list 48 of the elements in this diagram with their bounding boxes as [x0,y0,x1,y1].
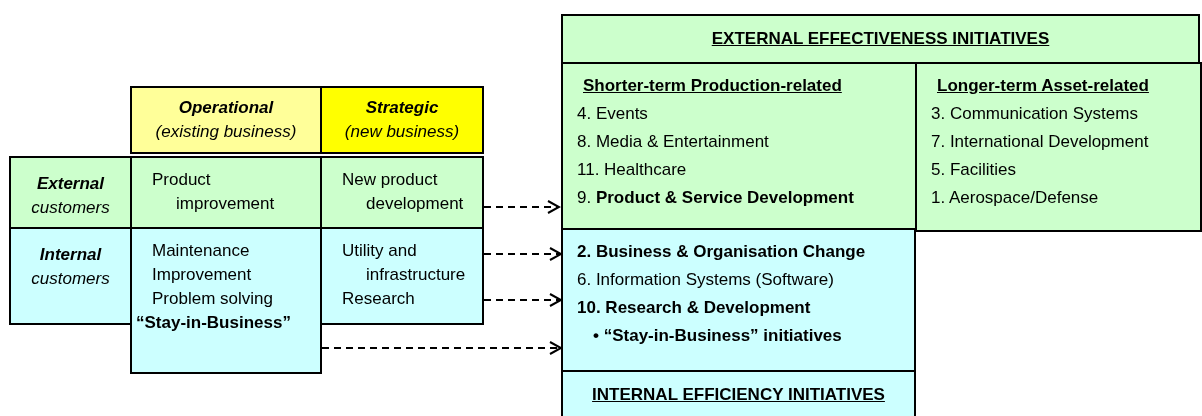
list-item: 7. International Development [930,131,1150,153]
list-item: • “Stay-in-Business” initiatives [592,325,843,347]
matrix-cell [130,156,322,229]
list-item: 6. Information Systems (Software) [576,269,835,291]
header-text: External [35,173,106,195]
cell-text: Maintenance [151,240,251,262]
cell-text: Improvement [151,264,253,286]
matrix-cell [320,227,484,325]
list-heading: Longer-term Asset-related [936,75,1150,97]
initiative-list-box [561,228,916,372]
list-item: 4. Events [576,103,649,125]
cell-text: Product improvement [151,169,276,215]
subheader-text: customers [30,268,111,290]
row-header-cell [9,227,132,325]
dashed-arrow [483,293,562,307]
dashed-arrow [483,247,562,261]
list-item: 8. Media & Entertainment [576,131,770,153]
row-header-cell [9,156,132,229]
list-item: 1. Aerospace/Defense [930,187,1100,209]
list-item: 5. Facilities [930,159,1018,181]
list-item: 3. Communication Systems [930,103,1139,125]
header-text: Strategic [364,97,440,119]
header-text: Operational [177,97,275,119]
column-header-cell [130,86,322,154]
cell-text: New product development [341,169,465,215]
column-header-cell [320,86,484,154]
subheader-text: customers [30,197,111,219]
matrix-cell [320,156,484,229]
initiative-panel [561,14,1200,230]
cell-text: Problem solving [151,288,274,310]
cell-text: Research [341,288,416,310]
dashed-arrow [483,200,560,214]
matrix-cell [130,227,322,374]
initiative-list-box [915,62,1202,232]
subheader-text: (new business) [343,121,461,143]
cell-text: “Stay-in-Business” [135,312,292,334]
list-item: 11. Healthcare [576,159,688,181]
band-title: EXTERNAL EFFECTIVENESS INITIATIVES [711,29,1050,48]
dashed-arrow [321,341,562,355]
subheader-text: (existing business) [154,121,298,143]
list-item: 9. Product & Service Development [576,187,855,209]
list-heading: Shorter-term Production-related [582,75,843,97]
initiative-panel [561,370,916,416]
band-title: INTERNAL EFFICIENCY INITIATIVES [592,385,885,404]
list-item: 2. Business & Organisation Change [576,241,867,263]
list-item: 10. Research & Development [576,297,812,319]
cell-text: Utility and infrastructure [341,240,467,286]
header-text: Internal [38,244,103,266]
